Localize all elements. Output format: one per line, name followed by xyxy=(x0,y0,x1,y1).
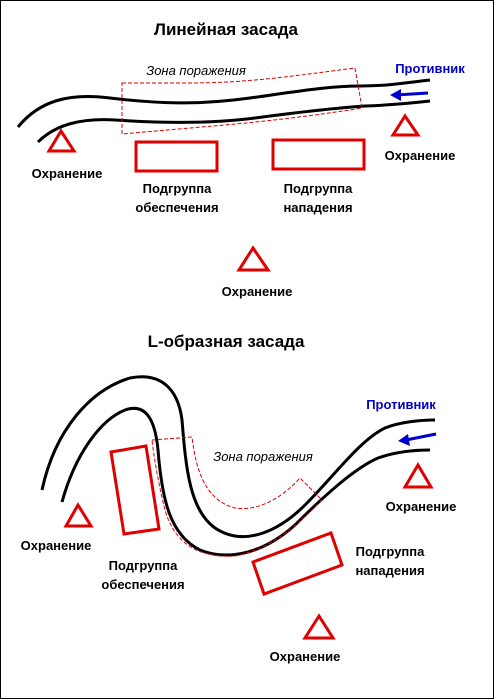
linear-road-upper xyxy=(16,78,431,128)
linear-guard-right-icon xyxy=(390,113,421,137)
linear-guard-bottom-label: Охранение xyxy=(222,284,293,299)
linear-guard-right-label: Охранение xyxy=(385,148,456,163)
lshape-guard-left-icon xyxy=(63,502,94,528)
lshape-guard-bottom-label: Охранение xyxy=(270,649,341,664)
lshape-road-inner xyxy=(60,406,431,557)
lshape-support-label-1: Подгруппа xyxy=(109,558,178,573)
lshape-road-outer xyxy=(40,375,436,539)
linear-enemy-label: Противник xyxy=(395,61,465,76)
linear-road-lower xyxy=(36,99,431,144)
lshape-assault-label-2: нападения xyxy=(355,563,424,578)
linear-zone-label: Зона поражения xyxy=(146,63,246,78)
lshape-assault-subgroup xyxy=(251,531,344,596)
linear-support-label-1: Подгруппа xyxy=(143,181,212,196)
linear-enemy-arrow-icon xyxy=(390,89,429,101)
lshape-title: L-образная засада xyxy=(148,332,305,351)
lshape-enemy-label: Противник xyxy=(366,397,436,412)
lshape-support-subgroup xyxy=(109,444,161,536)
lshape-enemy-arrow-icon xyxy=(398,432,437,446)
linear-assault-subgroup xyxy=(271,138,366,171)
lshape-zone-label: Зона поражения xyxy=(213,449,313,464)
lshape-guard-right-label: Охранение xyxy=(386,499,457,514)
linear-guard-left-label: Охранение xyxy=(32,166,103,181)
linear-support-subgroup xyxy=(134,140,219,173)
lshape-support-label-2: обеспечения xyxy=(101,577,184,592)
lshape-guard-left-label: Охранение xyxy=(21,538,92,553)
lshape-guard-bottom-icon xyxy=(302,613,336,640)
linear-title: Линейная засада xyxy=(154,20,299,39)
lshape-assault-label-1: Подгруппа xyxy=(356,544,425,559)
linear-guard-left-icon xyxy=(46,128,77,153)
lshape-guard-right-icon xyxy=(402,462,434,489)
linear-assault-label-2: нападения xyxy=(283,200,352,215)
linear-guard-bottom-icon xyxy=(236,245,271,272)
linear-support-label-2: обеспечения xyxy=(135,200,218,215)
linear-assault-label-1: Подгруппа xyxy=(284,181,353,196)
